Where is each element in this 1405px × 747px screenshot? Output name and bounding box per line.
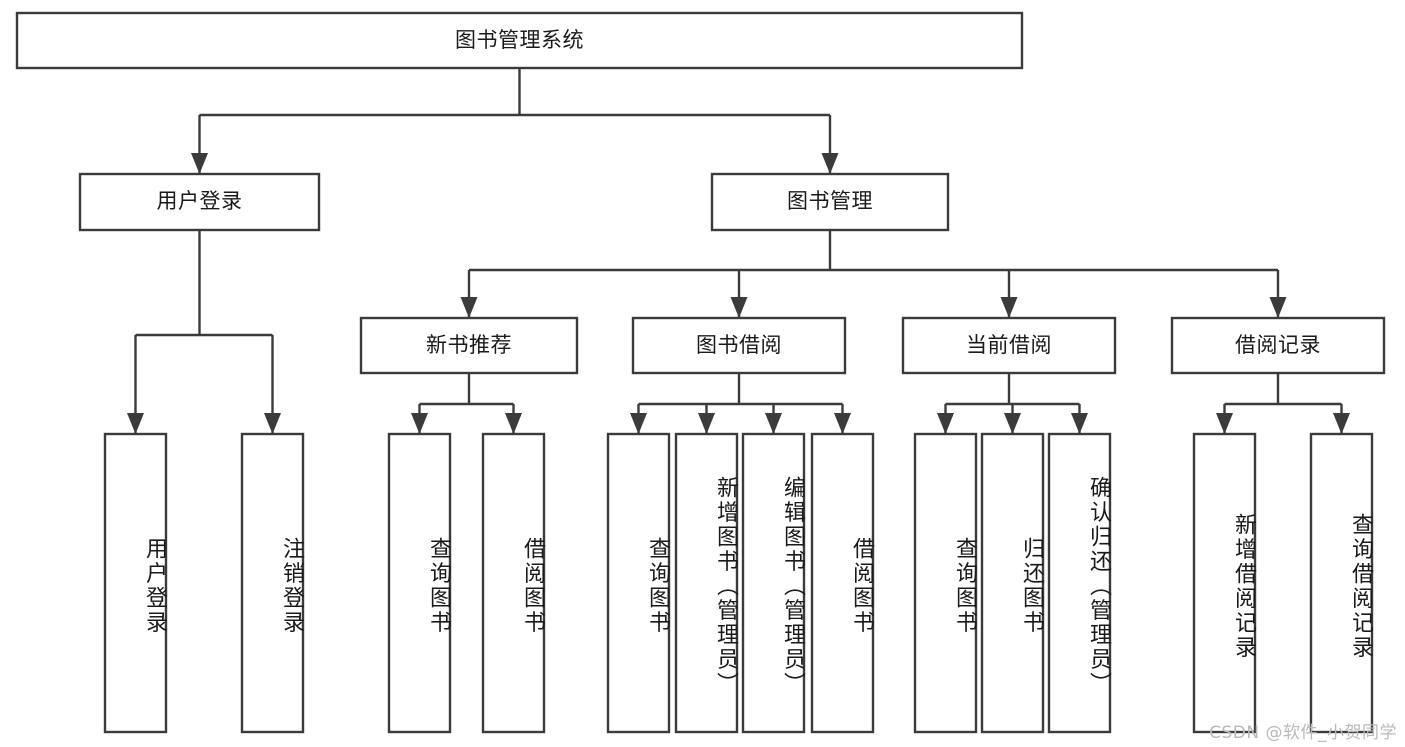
arrow-head-book-borrow-leaf-add-book	[698, 413, 715, 434]
node-box-leaf-edit-book[interactable]	[741, 432, 806, 734]
arrow-head-root-book-manage	[821, 153, 839, 174]
arrow-head-borrow-record-leaf-add-record	[1216, 413, 1233, 434]
node-box-leaf-borrow-book[interactable]	[810, 432, 875, 734]
arrow-head-current-borrow-leaf-query-book-cur	[937, 413, 954, 434]
node-box-borrow-record[interactable]	[1170, 316, 1386, 375]
node-box-leaf-add-record[interactable]	[1192, 432, 1257, 734]
arrow-head-borrow-record-leaf-query-record	[1333, 413, 1350, 434]
node-box-leaf-query-book-borrow[interactable]	[606, 432, 671, 734]
node-box-leaf-query-record[interactable]	[1309, 432, 1374, 734]
node-box-leaf-return-book[interactable]	[980, 432, 1045, 734]
node-box-current-borrow[interactable]	[901, 316, 1117, 375]
arrow-head-new-book-recommend-leaf-borrow-book-rec	[505, 413, 522, 434]
arrow-head-book-borrow-leaf-query-book-borrow	[630, 413, 647, 434]
arrow-head-root-user-login	[191, 153, 208, 174]
arrow-head-book-manage-borrow-record	[1269, 297, 1287, 318]
node-box-book-manage[interactable]	[710, 172, 950, 232]
node-box-user-login[interactable]	[78, 172, 321, 232]
edges-layer	[127, 68, 1350, 434]
arrow-head-current-borrow-leaf-return-book	[1004, 413, 1021, 434]
node-box-leaf-add-book[interactable]	[674, 432, 739, 734]
boxes-layer	[15, 11, 1386, 734]
arrow-head-book-borrow-leaf-borrow-book	[834, 413, 851, 434]
node-box-book-borrow[interactable]	[631, 316, 847, 375]
arrow-head-user-login-leaf-user-logout	[264, 413, 281, 434]
node-box-root[interactable]	[15, 11, 1024, 70]
arrow-head-user-login-leaf-user-login	[127, 413, 144, 434]
node-box-leaf-user-login[interactable]	[103, 432, 168, 734]
node-box-leaf-query-book-rec[interactable]	[387, 432, 452, 734]
arrow-head-book-manage-book-borrow	[730, 297, 748, 318]
node-box-leaf-query-book-cur[interactable]	[913, 432, 978, 734]
arrow-head-book-manage-current-borrow	[1000, 297, 1018, 318]
arrow-head-book-manage-new-book-recommend	[460, 297, 478, 318]
node-box-leaf-user-logout[interactable]	[240, 432, 305, 734]
node-box-leaf-confirm-return[interactable]	[1047, 432, 1112, 734]
watermark-text: CSDN @软件_小贺同学	[1209, 723, 1397, 743]
arrow-head-current-borrow-leaf-confirm-return	[1071, 413, 1088, 434]
node-box-leaf-borrow-book-rec[interactable]	[481, 432, 546, 734]
arrow-head-new-book-recommend-leaf-query-book-rec	[411, 413, 428, 434]
arrow-head-book-borrow-leaf-edit-book	[765, 413, 782, 434]
node-box-new-book-recommend[interactable]	[359, 316, 579, 375]
